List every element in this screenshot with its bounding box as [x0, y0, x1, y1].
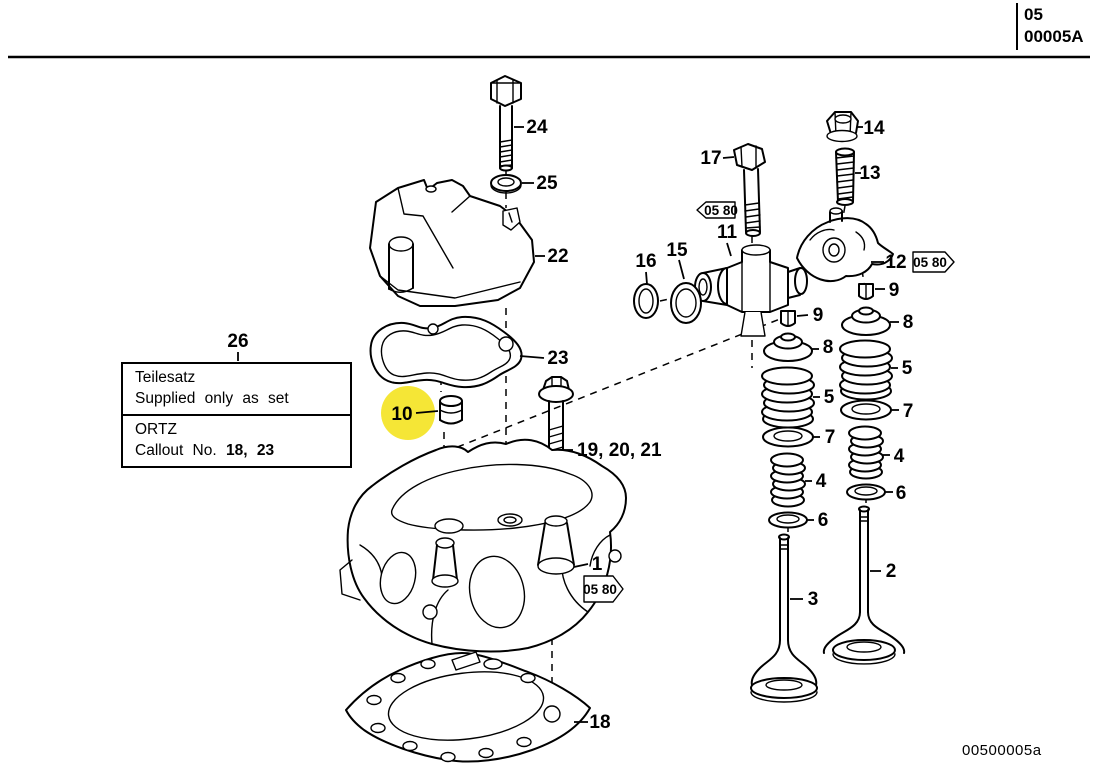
part-lower-seat-6-left	[768, 511, 808, 529]
highlight-circle	[381, 386, 435, 440]
callout-leader-lines	[237, 126, 899, 723]
part-spring-retainer-8-right	[841, 306, 891, 336]
callout-19-20-21: 19, 20, 21	[577, 440, 662, 461]
part-ring-15	[670, 282, 702, 324]
note-callout-value: 18, 23	[226, 442, 275, 459]
callout-5-right: 5	[902, 358, 913, 379]
callout-8-left: 8	[823, 337, 834, 358]
part-inner-spring-4-left	[770, 452, 806, 508]
part-ring-16	[633, 283, 659, 319]
callout-2: 2	[886, 561, 897, 582]
part-stem-seal-10	[439, 395, 463, 425]
callout-7-left: 7	[825, 427, 836, 448]
note-row-ortz: ORTZ Callout No. 18, 23	[123, 416, 350, 466]
callout-22: 22	[547, 246, 568, 267]
part-outer-spring-5-left	[761, 366, 815, 429]
callout-7-right: 7	[903, 401, 914, 422]
header-page-code: 00005A	[1024, 27, 1084, 46]
ref-box-label: 05 80	[704, 203, 738, 218]
callout-17: 17	[700, 148, 721, 169]
callout-9-left: 9	[813, 305, 824, 326]
ref-box-label: 05 80	[913, 255, 947, 270]
callout-4-left: 4	[816, 471, 827, 492]
part-spring-retainer-8-left	[763, 332, 813, 362]
part-bolt-17	[733, 143, 766, 237]
callout-25: 25	[536, 173, 558, 194]
note-line-supplied: Supplied only as set	[135, 390, 289, 407]
callout-18: 18	[589, 712, 610, 733]
callout-11: 11	[717, 222, 738, 243]
page-header: 05 00005A	[1024, 4, 1084, 48]
note-line-callout-ref: Callout No. 18, 23	[135, 440, 340, 461]
part-stud-13	[835, 147, 855, 206]
part-rocker-arm-12	[796, 207, 894, 283]
callout-6-left: 6	[818, 510, 829, 531]
callout-14: 14	[863, 118, 885, 139]
part-washer-25	[490, 174, 522, 194]
callout-15: 15	[666, 240, 688, 261]
ref-box-05-80-left-arrow: 05 80	[696, 201, 738, 219]
callout-1: 1	[592, 554, 603, 575]
callout-23: 23	[547, 348, 568, 369]
part-cylinder-head-1	[339, 438, 627, 653]
callout-10: 10	[391, 404, 412, 425]
callout-12: 12	[885, 252, 906, 273]
header-section-code: 05	[1024, 5, 1043, 24]
part-outer-spring-5-right	[839, 339, 893, 401]
note-callout-label: Callout No.	[135, 442, 217, 459]
note-row-set: Teilesatz Supplied only as set	[123, 364, 350, 416]
part-inner-spring-4-right	[848, 425, 884, 480]
ref-box-label: 05 80	[583, 582, 617, 597]
ref-box-05-80-right-arrow-rocker: 05 80	[912, 251, 955, 273]
callout-8-right: 8	[903, 312, 914, 333]
part-spring-seat-7-left	[762, 426, 814, 448]
callout-3: 3	[808, 589, 819, 610]
callout-4-right: 4	[894, 446, 905, 467]
drawing-code: 00500005a	[962, 742, 1042, 759]
part-valve-keeper-9-right	[858, 283, 874, 300]
callout-9-right: 9	[889, 280, 900, 301]
ref-box-05-80-right-arrow-head: 05 80	[583, 575, 624, 603]
part-cover-gasket-23	[369, 315, 523, 389]
callout-26: 26	[227, 331, 248, 352]
callout-6-right: 6	[896, 483, 907, 504]
callout-13: 13	[859, 163, 880, 184]
part-bolt-24	[490, 75, 522, 172]
note-line-teilesatz: Teilesatz	[135, 369, 196, 386]
supplied-as-set-note-box: Teilesatz Supplied only as set ORTZ Call…	[121, 362, 352, 468]
callout-24: 24	[526, 117, 548, 138]
part-rocker-support-11	[694, 244, 808, 337]
header-divider	[1016, 3, 1018, 50]
note-line-ortz: ORTZ	[135, 421, 177, 438]
part-spring-seat-7-right	[840, 399, 892, 421]
callout-16: 16	[635, 251, 656, 272]
part-valve-keeper-9-left	[780, 310, 796, 327]
callout-5-left: 5	[824, 387, 835, 408]
part-nut-14	[826, 111, 859, 143]
part-lower-seat-6-right	[846, 483, 886, 501]
part-valve-2	[822, 505, 906, 665]
part-valve-3	[750, 533, 818, 703]
part-head-gasket-18	[345, 651, 591, 763]
part-valve-cover-22	[369, 179, 535, 307]
